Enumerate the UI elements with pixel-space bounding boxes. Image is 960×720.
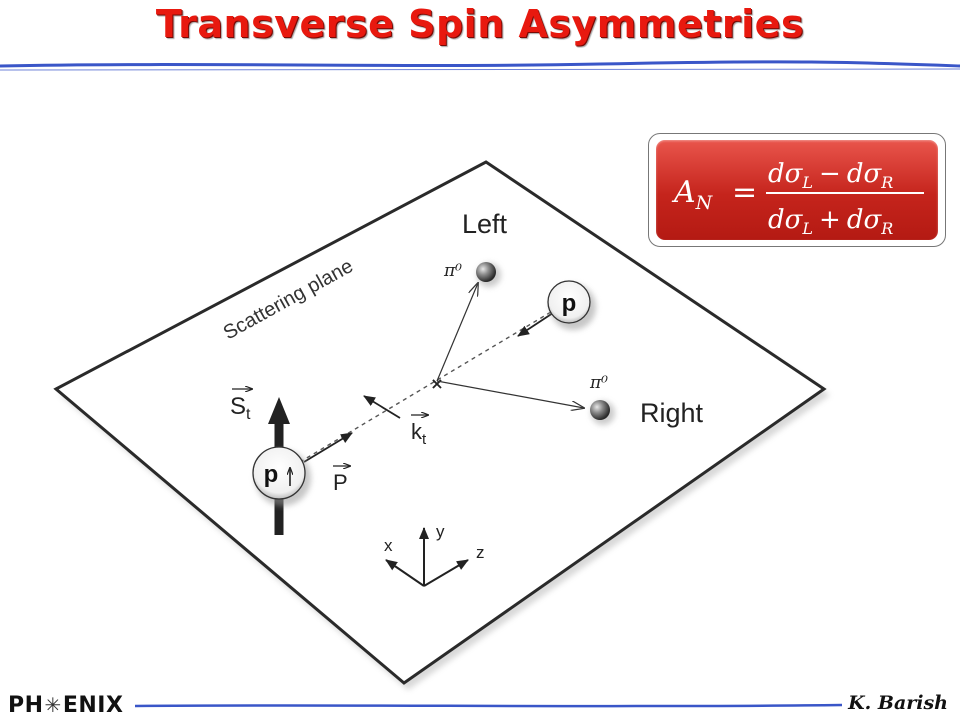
track-right: [436, 380, 584, 408]
formula-denominator: dσL+dσR: [768, 205, 893, 238]
den-b-sub: R: [880, 219, 893, 238]
momentum-label: P: [333, 470, 348, 495]
bottom-rule: [134, 703, 843, 708]
logo-right-text: ENIX: [62, 692, 124, 718]
pion-left-label: π⁰: [443, 261, 462, 281]
formula-lhs-sub: N: [695, 192, 714, 214]
slide-title: Transverse Spin Asymmetries: [155, 2, 805, 46]
proton-spin: [252, 446, 306, 500]
logo-left-text: PH: [8, 692, 44, 718]
spin-arrow-head: [268, 397, 290, 424]
num-a: dσ: [768, 159, 804, 189]
right-label: Right: [640, 398, 704, 428]
formula-numerator: dσL−dσR: [768, 159, 893, 192]
kt-sub: t: [422, 431, 427, 448]
spin-vector-label: St: [230, 393, 251, 423]
formula-equals: =: [732, 175, 757, 210]
kt-label: kt: [411, 419, 427, 448]
logo-star-icon: ✳: [44, 693, 62, 717]
den-a: dσ: [768, 205, 804, 235]
kt-main: k: [411, 419, 423, 444]
momentum-arrow-left: [303, 432, 353, 463]
num-b: dσ: [847, 159, 883, 189]
pion-right-label: π⁰: [589, 373, 608, 393]
den-op: +: [819, 205, 841, 235]
asymmetry-formula: AN = dσL−dσR dσL+dσR: [671, 159, 924, 238]
den-a-sub: L: [801, 219, 813, 238]
kt-arrow: [363, 395, 401, 419]
formula-lhs: AN: [671, 175, 714, 214]
axis-x-label: x: [384, 536, 393, 555]
formula-lhs-main: A: [671, 175, 696, 210]
track-left: [436, 283, 478, 382]
spin-vector-main: S: [230, 393, 246, 420]
asymmetry-formula-box: AN = dσL−dσR dσL+dσR: [648, 133, 946, 247]
den-b: dσ: [847, 205, 883, 235]
left-label: Left: [462, 209, 508, 239]
axis-x-line: [385, 559, 425, 587]
num-a-sub: L: [801, 173, 813, 192]
top-rule: [0, 60, 960, 68]
pion-right-ball: [590, 400, 610, 420]
axis-y-label: y: [436, 522, 445, 541]
num-op: −: [819, 159, 841, 189]
pion-left-ball: [476, 262, 496, 282]
author-signature: K. Barish: [848, 692, 948, 714]
spin-vector-sub: t: [246, 406, 251, 423]
momentum-arrow-right: [517, 310, 557, 337]
interaction-point: ×: [430, 374, 443, 393]
scattering-plane: [53, 160, 827, 685]
proton-spin-label: p: [264, 461, 279, 488]
proton-top-label: p: [562, 290, 577, 317]
axis-z-line: [423, 559, 469, 587]
proton-top: [547, 280, 591, 324]
num-b-sub: R: [880, 173, 893, 192]
asymmetry-formula-panel: AN = dσL−dσR dσL+dσR: [656, 140, 938, 240]
top-rule-thin: [0, 68, 960, 71]
phenix-logo: PH✳ENIX: [8, 690, 123, 720]
axis-z-label: z: [476, 543, 485, 562]
